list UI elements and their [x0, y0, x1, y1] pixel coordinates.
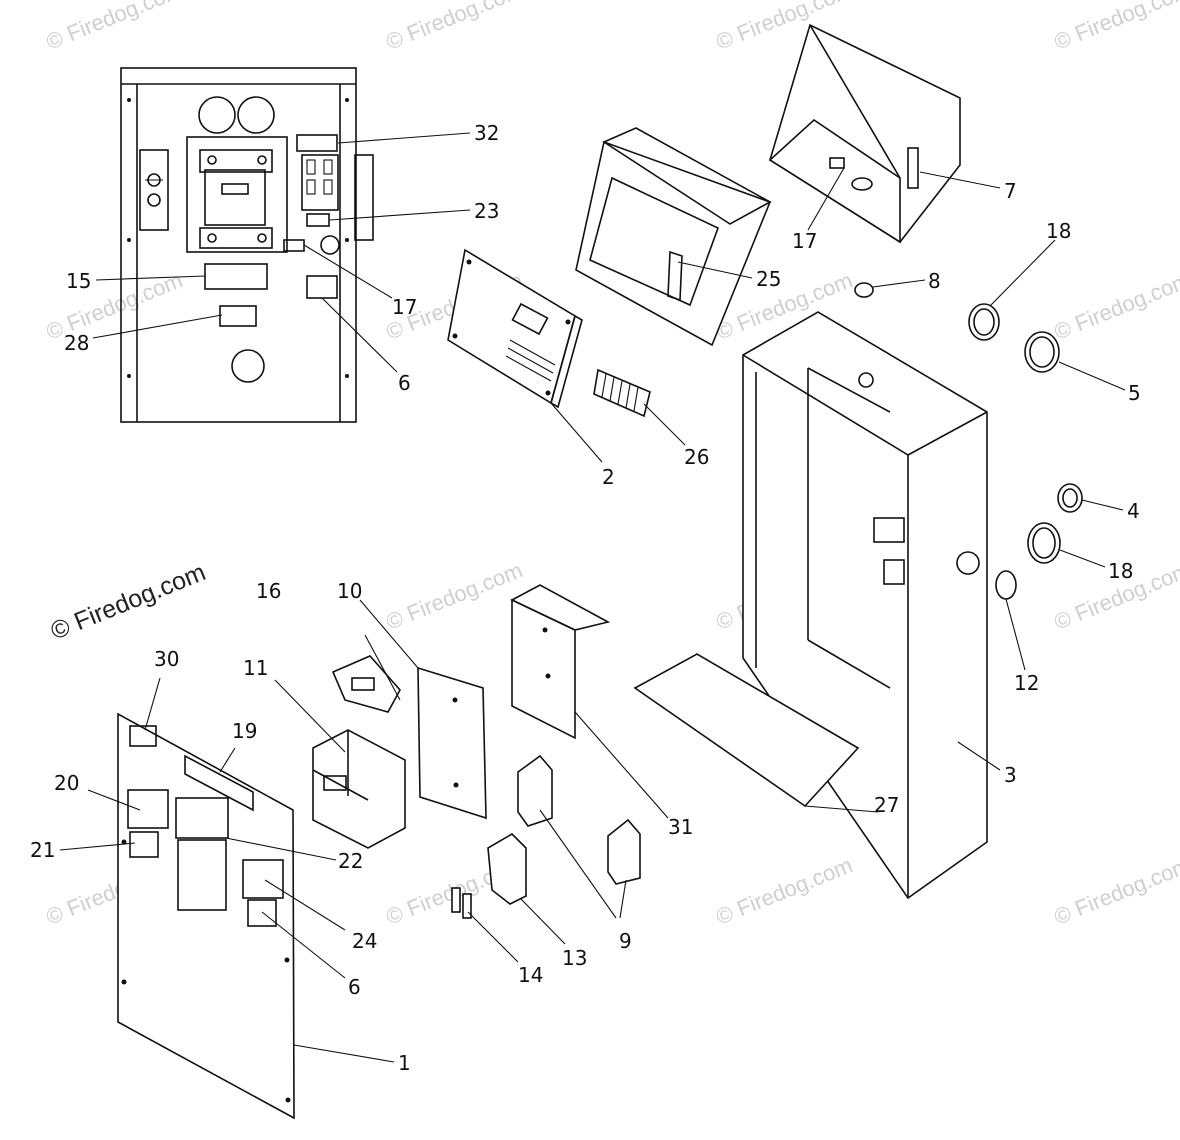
- watermark-text: © Firedog.com: [1051, 852, 1180, 929]
- watermark-text: © Firedog.com: [43, 0, 186, 55]
- callout-1: 1: [398, 1051, 411, 1075]
- part-11-relay-block: [312, 729, 406, 849]
- callout-17: 17: [392, 295, 417, 319]
- callout-31: 31: [668, 815, 693, 839]
- callout-labels: 32 23 15 17 28 6 2 26 25 17 7 8 18 5 4 1…: [30, 121, 1141, 1075]
- callout-28: 28: [64, 331, 89, 355]
- bushings-and-nuts: [854, 282, 1083, 600]
- callout-21: 21: [30, 838, 55, 862]
- watermark-text: © Firedog.com: [1051, 267, 1180, 344]
- callout-6: 6: [398, 371, 411, 395]
- watermark-text: © Firedog.com: [1051, 0, 1180, 55]
- part-3-enclosure: [742, 311, 988, 900]
- callout-26: 26: [684, 445, 709, 469]
- callout-10: 10: [337, 579, 362, 603]
- part-31-bracket: [510, 584, 611, 740]
- callout-3: 3: [1004, 763, 1017, 787]
- callout-24: 24: [352, 929, 377, 953]
- watermark-text: © Firedog.com: [713, 852, 856, 929]
- callout-19: 19: [232, 719, 257, 743]
- part-25-cover-plate: [575, 127, 772, 347]
- part-1-door-panel: [117, 712, 295, 1120]
- callout-32: 32: [474, 121, 499, 145]
- callout-8: 8: [928, 269, 941, 293]
- callout-16: 16: [256, 579, 281, 603]
- callout-4: 4: [1127, 499, 1140, 523]
- callout-15: 15: [66, 269, 91, 293]
- part-10-plate: [417, 666, 487, 820]
- callout-30: 30: [154, 647, 179, 671]
- leader-lines: [59, 132, 1126, 1063]
- callout-14: 14: [518, 963, 543, 987]
- watermark-text: © Firedog.com: [383, 557, 526, 634]
- part-16-relay: [331, 655, 401, 713]
- callout-25: 25: [756, 267, 781, 291]
- callout-20: 20: [54, 771, 79, 795]
- callout-12: 12: [1014, 671, 1039, 695]
- callout-6: 6: [348, 975, 361, 999]
- callout-17: 17: [792, 229, 817, 253]
- callout-23: 23: [474, 199, 499, 223]
- callout-9: 9: [619, 929, 632, 953]
- callout-13: 13: [562, 946, 587, 970]
- part-13-fuse-holder: [487, 832, 527, 905]
- callout-18: 18: [1046, 219, 1071, 243]
- part-14-fuses: [451, 887, 472, 919]
- callout-22: 22: [338, 849, 363, 873]
- watermark-main: © Firedog.com: [47, 558, 210, 646]
- assembled-panel-view: [120, 67, 374, 423]
- callout-27: 27: [874, 793, 899, 817]
- watermark-text: © Firedog.com: [383, 0, 526, 55]
- callout-18: 18: [1108, 559, 1133, 583]
- callout-11: 11: [243, 656, 268, 680]
- part-9-terminal-blocks: [517, 754, 641, 885]
- callout-7: 7: [1004, 179, 1017, 203]
- part-26-terminal-connector: [593, 368, 651, 418]
- part-27-base-plate: [633, 653, 860, 808]
- part-7-hood: [768, 23, 961, 244]
- callout-5: 5: [1128, 381, 1141, 405]
- callout-2: 2: [602, 465, 615, 489]
